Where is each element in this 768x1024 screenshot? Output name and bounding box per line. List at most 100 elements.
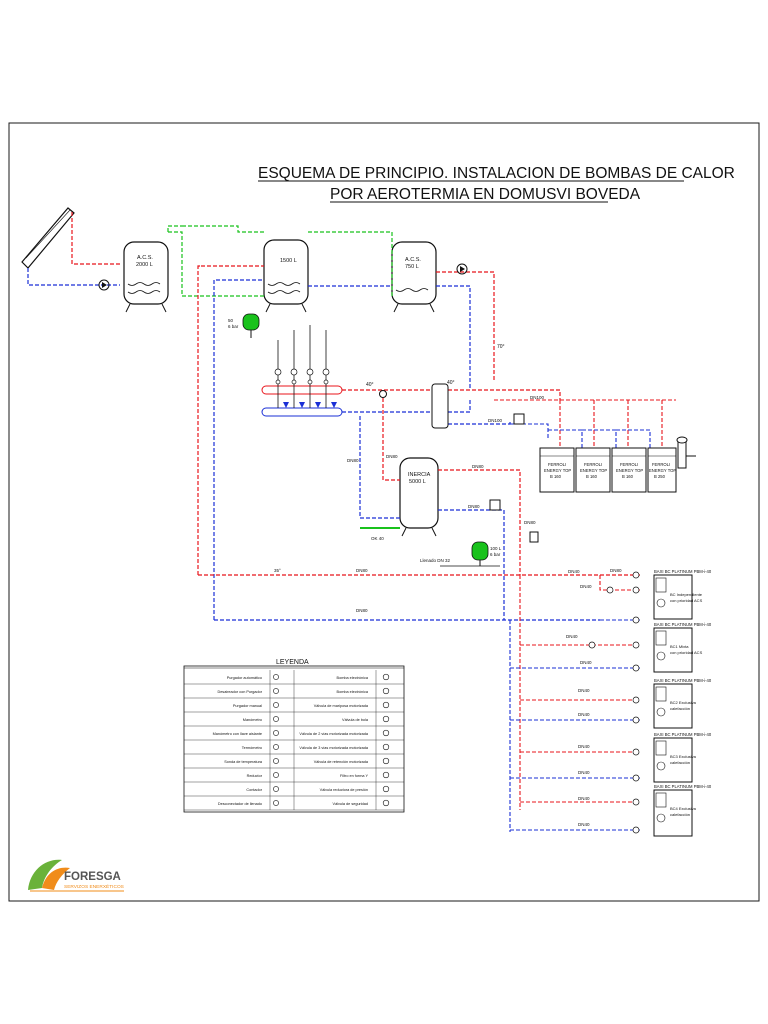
drawing-border <box>8 122 760 902</box>
legend-right-symbol-icon <box>382 799 390 807</box>
temp-40b-label: 40° <box>447 380 455 386</box>
heat-pump-3-dn1: DN40 <box>578 688 590 693</box>
tank-acs-750 <box>391 241 437 313</box>
heat-pump-5-name: BC4 Exclusiva <box>670 806 697 811</box>
legend-right-label: Bomba electrónica <box>337 690 369 694</box>
hot-pipe-inercia <box>382 398 521 575</box>
temp-35-label: 35° <box>274 568 281 573</box>
tank-acs-2000-name: A.C.S. <box>137 255 153 261</box>
heat-pump-5-model: BAXI BC PLATINUM PBM-i-40 <box>654 784 712 789</box>
boiler-return-pipe <box>510 423 651 448</box>
boiler-1-model: ENERGY TOP <box>544 468 571 473</box>
temp-40a-label: 40° <box>366 382 374 388</box>
title-line-2: POR AEROTERMIA EN DOMUSVI BOVEDA <box>330 186 641 203</box>
heat-pump-2-name: BC1 Mixta <box>670 644 689 649</box>
legend-left-symbol-icon <box>273 800 279 806</box>
legend-right-label: Válvula de mariposa motorizada <box>314 704 369 708</box>
legend-left-label: Manómetro <box>243 718 262 722</box>
hot-pipe-collector <box>342 389 561 400</box>
cold-collector <box>261 407 343 417</box>
cold-pipe-collector <box>342 400 511 425</box>
solar-collector <box>21 207 75 269</box>
boiler-4 <box>647 447 677 493</box>
legend-left-symbol-icon <box>273 786 279 792</box>
dn100b-label: DN100 <box>488 418 503 423</box>
collector-branches <box>277 325 327 408</box>
collector-arrows <box>283 402 337 408</box>
heat-pump-1-name: BC Independiente <box>670 592 703 597</box>
collector-valves <box>274 368 330 385</box>
legend-right-label: Válvula de retención motorizada <box>314 760 369 764</box>
dn80c-label: DN80 <box>472 464 484 469</box>
boiler-flow-pipe <box>494 399 676 448</box>
heat-pump-1-use: con prioridad ACS <box>670 598 703 603</box>
legend-right-label: Filtro en forma Y <box>340 774 368 778</box>
legend-right-symbol-icon <box>382 785 390 793</box>
expansion-vessel-top-pressure: 6 bar <box>228 324 239 329</box>
boiler-2-model: ENERGY TOP <box>580 468 607 473</box>
tank-inercia <box>399 457 439 537</box>
boiler-2 <box>575 447 611 493</box>
legend-right-label: Válvula reductora de presión <box>320 788 368 792</box>
boiler-pump-icon <box>513 413 525 425</box>
expansion-vessel-bottom-pressure: 6 bar <box>490 552 501 557</box>
right-pump-icon <box>529 531 539 543</box>
dn100a-label: DN100 <box>530 395 545 400</box>
legend-left-symbol-icon <box>273 772 279 778</box>
dn80a-label: DN80 <box>347 458 359 463</box>
legend-right-symbol-icon <box>382 673 390 681</box>
heat-pump-1-dn1: DN40 <box>568 569 580 574</box>
cold-pipe-inercia <box>359 416 505 620</box>
solar-pump-icon <box>98 279 110 291</box>
heat-pump-3-name: BC2 Exclusiva <box>670 700 697 705</box>
legend-left-label: Purgador automático <box>227 676 262 680</box>
legend-right-symbol-icon <box>382 757 390 765</box>
heat-pump-5-dn2: DN40 <box>578 822 590 827</box>
legend-right-label: Válvula de 2 vías motorizada motorizada <box>299 732 368 736</box>
temp-70-label: 70° <box>497 344 505 350</box>
legend-right-symbol-icon <box>382 687 390 695</box>
heat-pump-5-use: calefacción <box>670 812 690 817</box>
llenado-label: Llenado DN 32 <box>420 558 451 563</box>
ok40-label: OK 40 <box>371 536 384 541</box>
tank-1500-volume: 1500 L <box>280 258 297 264</box>
tank-pump-icon <box>489 499 501 511</box>
tank-1500 <box>263 239 309 313</box>
heat-pump-4-name: BC3 Exclusiva <box>670 754 697 759</box>
legend-left-symbol-icon <box>273 730 279 736</box>
boiler-4-size: B 250 <box>654 474 666 479</box>
boiler-1-brand: FERROLI <box>548 462 566 467</box>
boiler-3-brand: FERROLI <box>620 462 638 467</box>
legend-left-symbol-icon <box>273 758 279 764</box>
expansion-vessel-top <box>242 313 260 338</box>
legend-left-symbol-icon <box>273 716 279 722</box>
legend-left-label: Contador <box>246 788 262 792</box>
heat-pump-4-dn1: DN40 <box>578 744 590 749</box>
brand-name: FORESGA <box>64 871 121 883</box>
legend-left-label: Sonda de temperatura <box>224 760 263 764</box>
boiler-1 <box>539 447 575 493</box>
legend-right-symbol-icon <box>382 729 390 737</box>
foresga-logo <box>28 859 124 892</box>
solar-transfer-pipe <box>167 225 264 297</box>
legend-right-symbol-icon <box>382 771 390 779</box>
heat-pump-1-model: BAXI BC PLATINUM PBM-i-40 <box>654 569 712 574</box>
legend-title: LEYENDA <box>276 659 309 666</box>
hot-riser <box>519 574 640 810</box>
three-way-valve-icon <box>379 390 387 398</box>
heat-pump-2-model: BAXI BC PLATINUM PBM-i-40 <box>654 622 712 627</box>
legend-right-label: Válvula de bola <box>342 718 369 722</box>
solar-transfer-pipe-2 <box>308 231 393 296</box>
dn80f-label: DN80 <box>356 568 368 573</box>
tank-acs-2000 <box>123 241 169 313</box>
heat-pump-2-dn1: DN40 <box>566 634 578 639</box>
brand-tagline: SERVIZOS ENERXÉTICOS <box>64 883 124 890</box>
legend-left-label: Purgador manual <box>233 704 262 708</box>
heat-pump-4-dn2: DN40 <box>578 770 590 775</box>
boiler-4-model: ENERGY TOP <box>649 468 676 473</box>
title-line-1: ESQUEMA DE PRINCIPIO. INSTALACION DE BOM… <box>258 165 735 182</box>
heat-pump-3-use: calefacción <box>670 706 690 711</box>
heat-pump-1-dn2: DN40 <box>580 584 592 589</box>
